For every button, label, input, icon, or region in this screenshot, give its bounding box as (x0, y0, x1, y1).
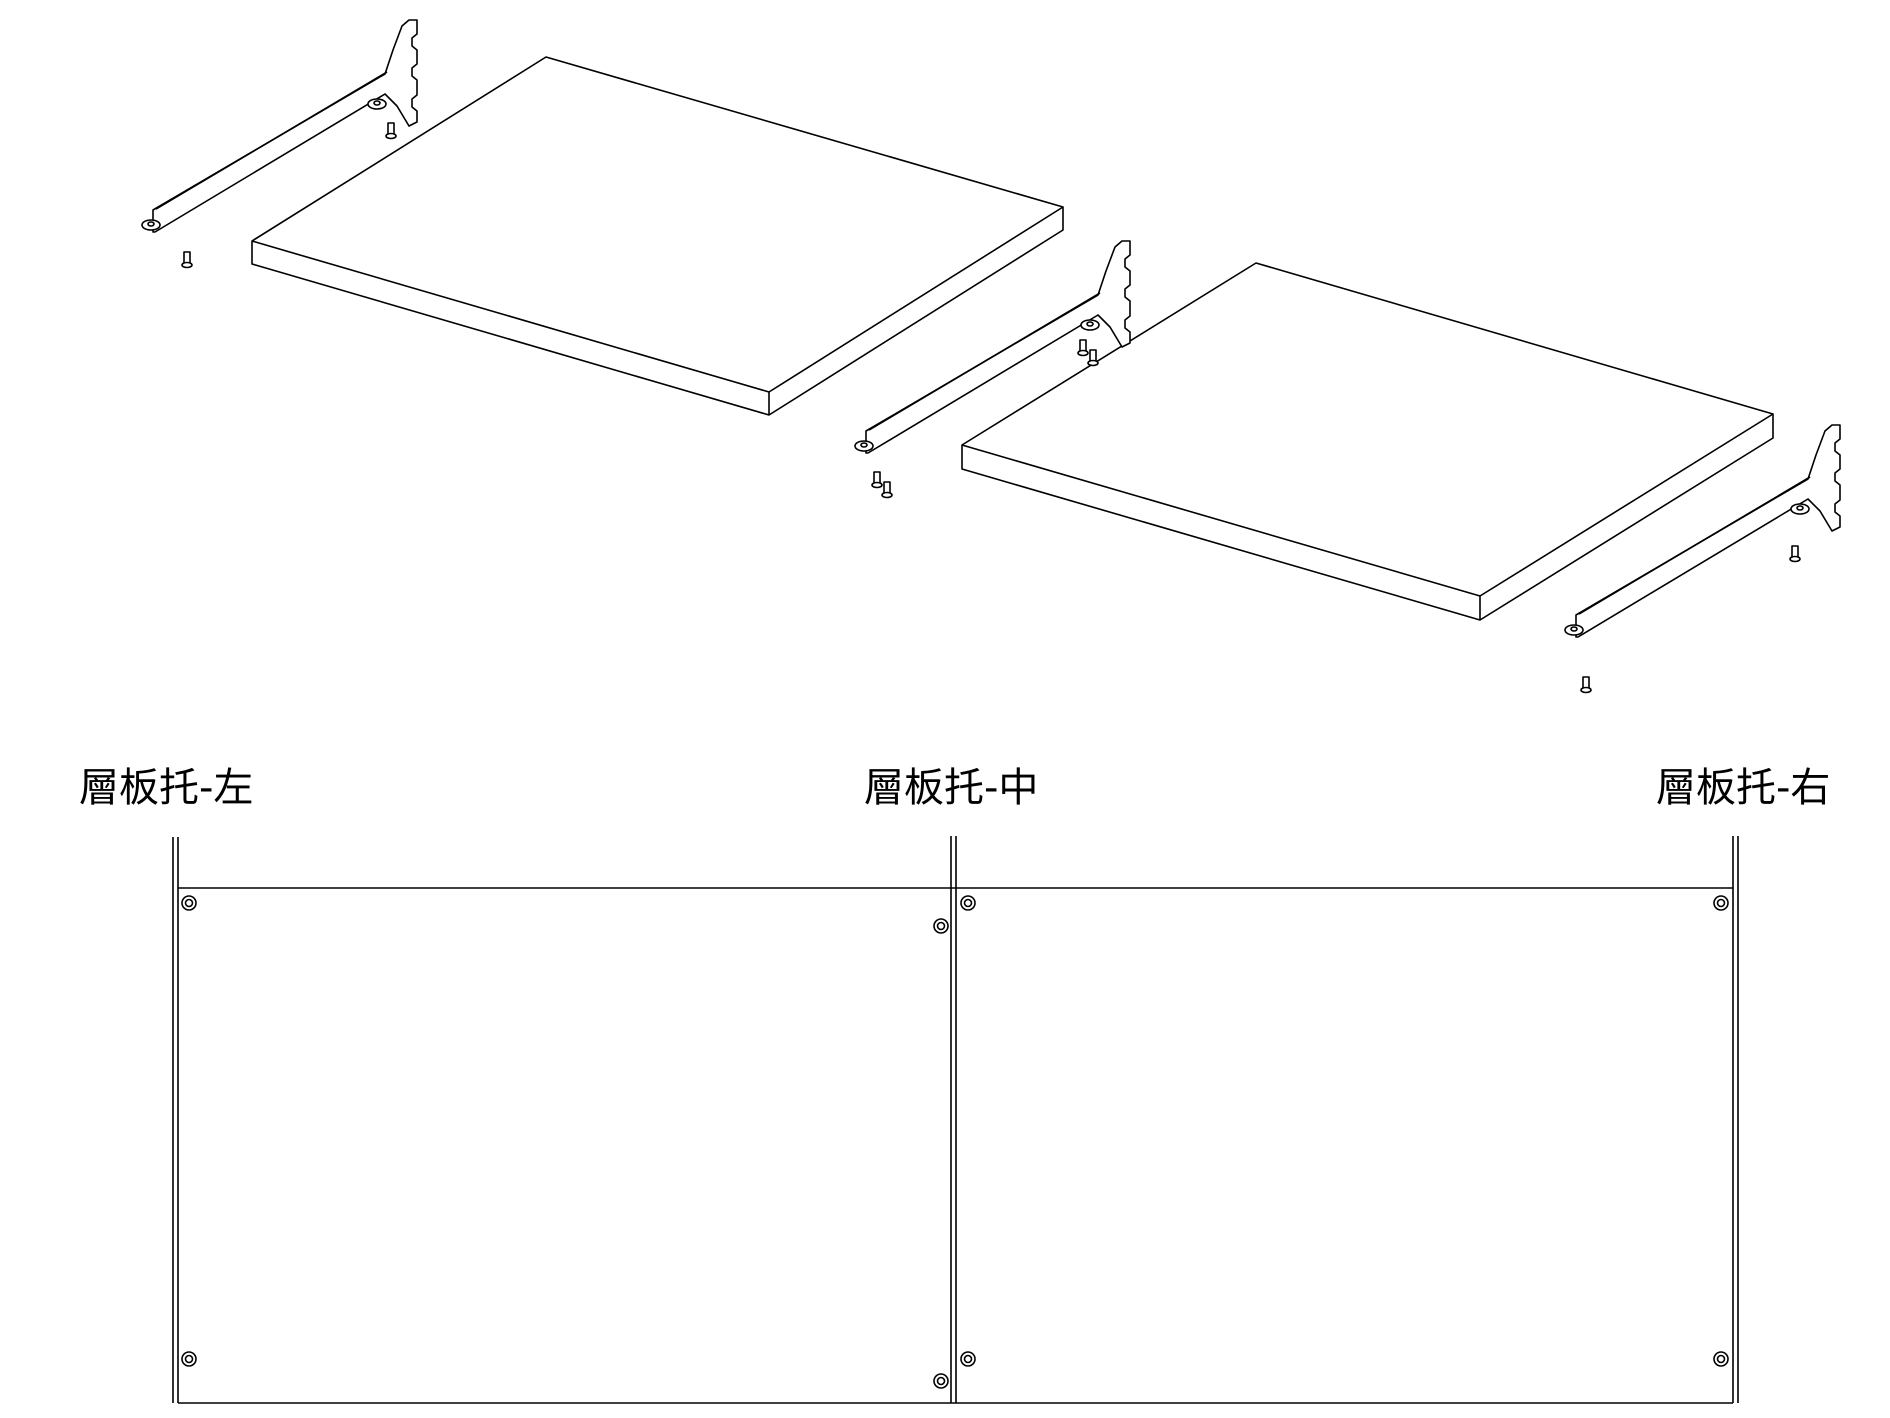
bolt-icon (960, 895, 976, 911)
screw-icon (871, 471, 883, 489)
bolt-icon (181, 1351, 197, 1367)
screw-icon (1077, 339, 1089, 357)
screw-icon (881, 481, 893, 499)
screw-icon (181, 251, 193, 269)
label-bracket-left: 層板托-左 (79, 765, 254, 811)
screw-icon (1087, 349, 1099, 367)
bolt-icon (1713, 1351, 1729, 1367)
shelf-board-1 (251, 56, 1064, 416)
label-bracket-right: 層板托-右 (1656, 765, 1831, 811)
bolt-icon (181, 895, 197, 911)
screw-icon (1580, 676, 1592, 694)
bolt-icon (960, 1351, 976, 1367)
label-bracket-middle: 層板托-中 (864, 765, 1039, 811)
screw-icon (385, 122, 397, 140)
bolt-icon (933, 1373, 949, 1389)
plan-view (172, 836, 1739, 1404)
screw-icon (1789, 545, 1801, 563)
shelf-board-2 (961, 262, 1774, 621)
bolt-icon (1713, 895, 1729, 911)
bolt-icon (933, 918, 949, 934)
